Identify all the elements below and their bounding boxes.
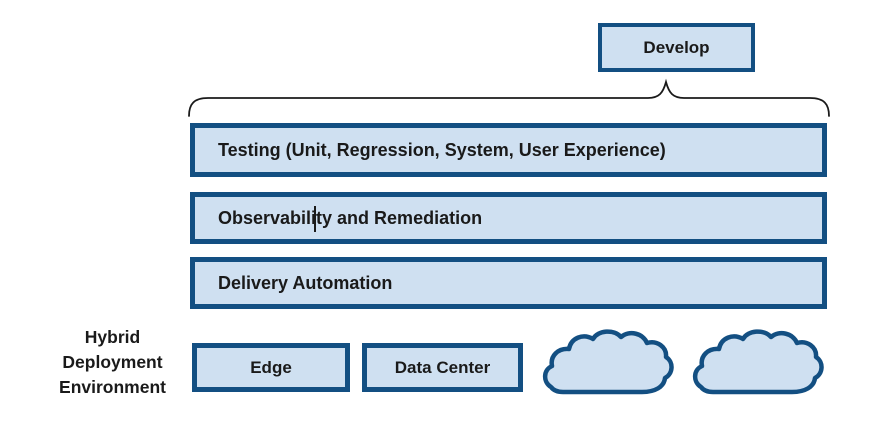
layer-delivery-label: Delivery Automation bbox=[218, 272, 393, 293]
edge-box: Edge bbox=[192, 343, 350, 392]
layer-testing: Testing (Unit, Regression, System, User … bbox=[190, 123, 827, 177]
layer-observability: Observability and Remediation bbox=[190, 192, 827, 244]
develop-box: Develop bbox=[598, 23, 755, 72]
environment-label-line2: Deployment bbox=[62, 352, 163, 372]
curly-brace bbox=[188, 78, 830, 117]
environment-label: Hybrid Deployment Environment bbox=[30, 325, 195, 400]
edge-box-label: Edge bbox=[250, 357, 292, 377]
cloud-icon bbox=[542, 329, 674, 395]
layer-testing-label: Testing (Unit, Regression, System, User … bbox=[218, 139, 666, 160]
data-center-box: Data Center bbox=[362, 343, 523, 392]
text-cursor-artifact bbox=[314, 206, 316, 232]
develop-box-label: Develop bbox=[643, 37, 710, 57]
data-center-box-label: Data Center bbox=[394, 357, 491, 377]
environment-label-line3: Environment bbox=[59, 377, 166, 397]
cloud-icon bbox=[692, 329, 824, 395]
environment-label-line1: Hybrid bbox=[84, 327, 141, 347]
layer-observability-label: Observability and Remediation bbox=[218, 207, 483, 228]
layer-delivery: Delivery Automation bbox=[190, 257, 827, 309]
